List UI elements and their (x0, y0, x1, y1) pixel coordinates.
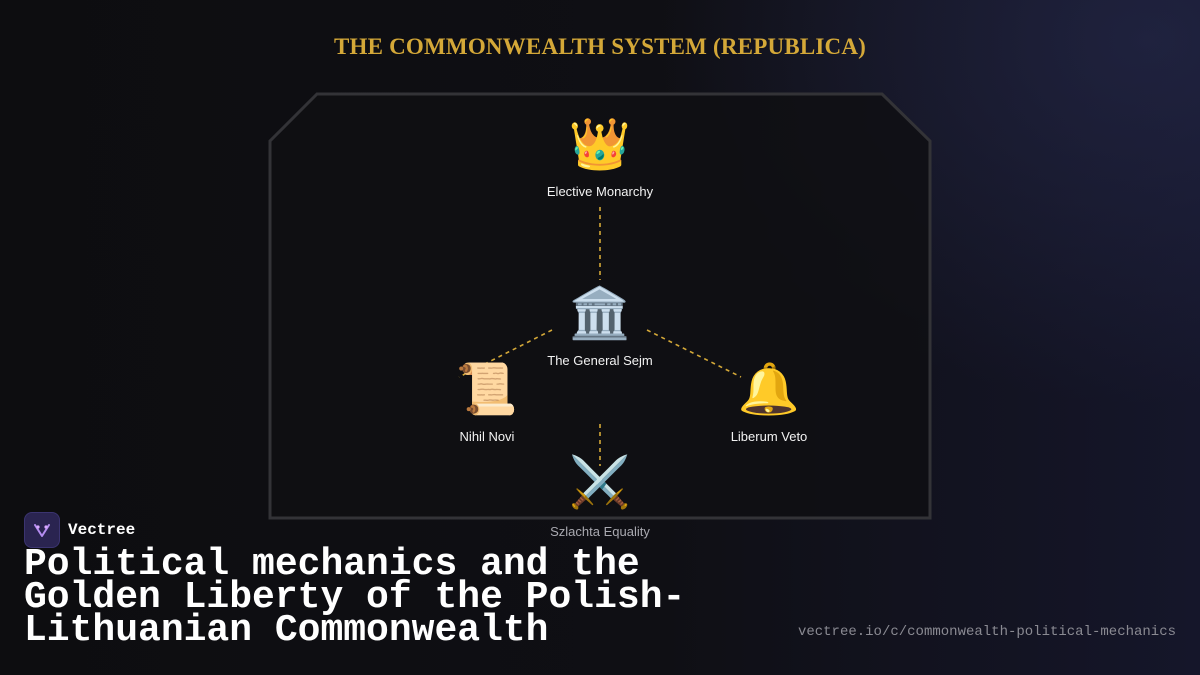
vectree-logo-icon (24, 512, 60, 548)
brand: Vectree (24, 512, 135, 548)
node-elective-monarchy: 👑 Elective Monarchy (500, 116, 700, 199)
crown-icon: 👑 (568, 116, 632, 172)
node-label-szlachta-equality: Szlachta Equality (550, 524, 650, 539)
headline: Political mechanics and the Golden Liber… (24, 543, 686, 652)
scroll-icon: 📜 (455, 361, 519, 417)
node-nihil-novi: 📜 Nihil Novi (417, 361, 557, 444)
node-general-sejm: 🏛️ The General Sejm (500, 285, 700, 368)
connector-middle-right (646, 329, 742, 378)
connector-middle-left (458, 329, 553, 378)
node-liberum-veto: 🔔 Liberum Veto (699, 361, 839, 444)
crossed-swords-icon: ⚔️ (568, 454, 632, 510)
page-url[interactable]: vectree.io/c/commonwealth-political-mech… (797, 624, 1176, 640)
node-label: Nihil Novi (459, 429, 515, 444)
brand-name: Vectree (68, 521, 136, 539)
node-label: Elective Monarchy (546, 184, 654, 199)
node-label: Liberum Veto (730, 429, 808, 444)
octagon-frame (268, 92, 932, 520)
diagram-title: THE COMMONWEALTH SYSTEM (REPUBLICA) (333, 34, 866, 59)
node-label: The General Sejm (547, 353, 653, 368)
bell-icon: 🔔 (737, 361, 801, 417)
classical-building-icon: 🏛️ (568, 285, 632, 341)
node-szlachta-equality: ⚔️ (540, 454, 660, 510)
